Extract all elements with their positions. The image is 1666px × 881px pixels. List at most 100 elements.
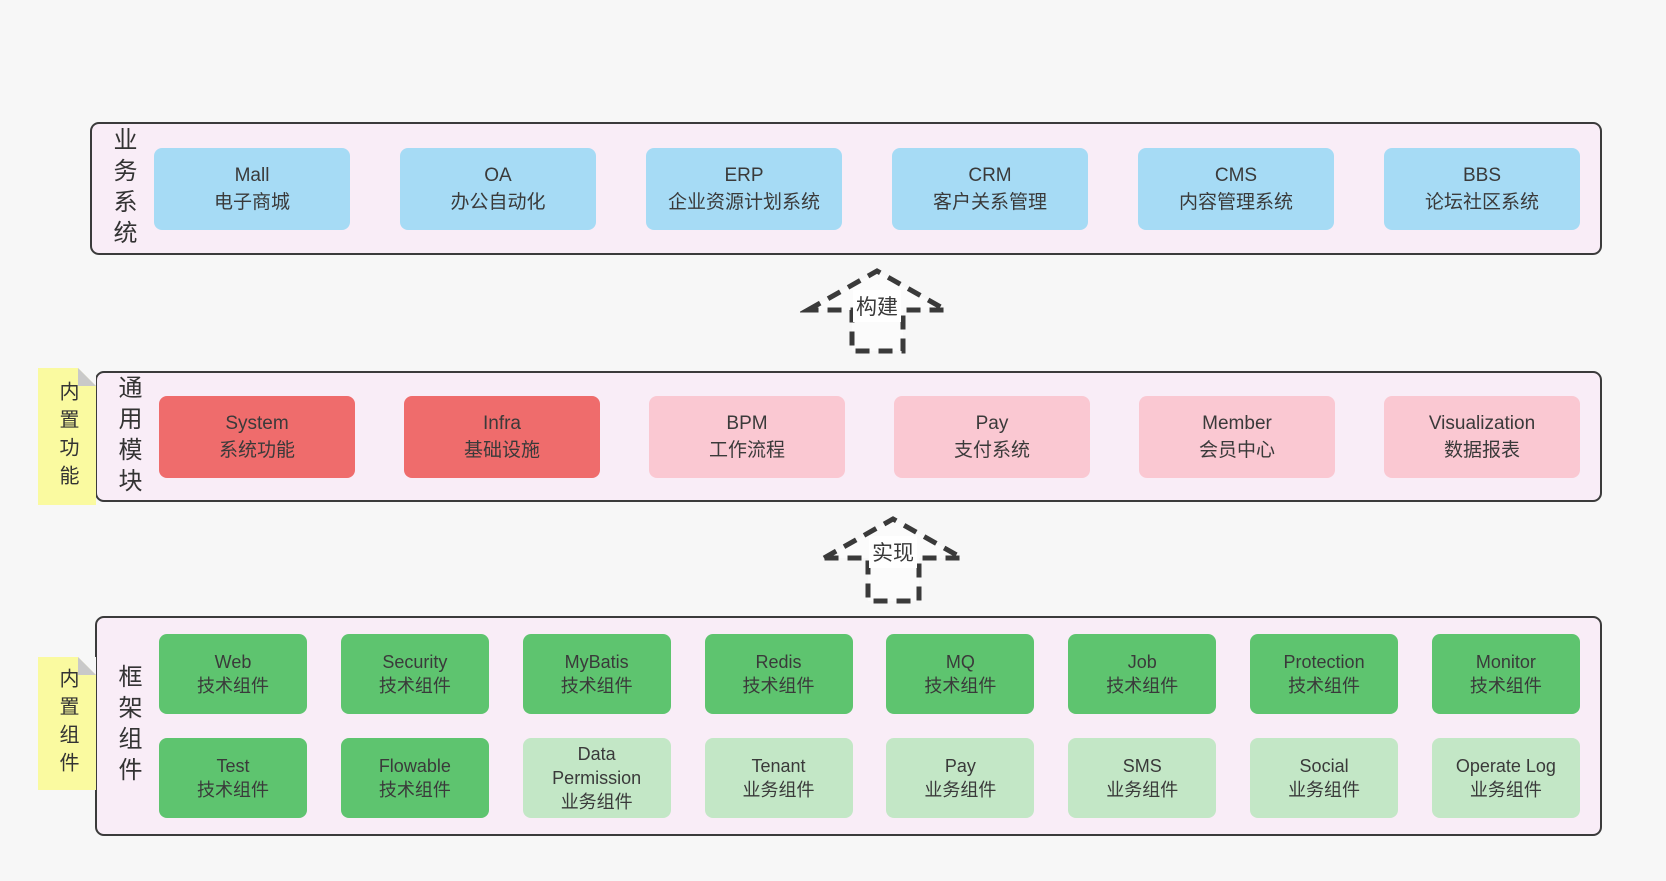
framework-components-label: 框架组件 (114, 664, 141, 788)
box-title: CRM (968, 164, 1012, 186)
box-infra: Infra 基础设施 (404, 395, 600, 478)
box-pay-module: Pay 支付系统 (894, 395, 1090, 478)
box-title: Operate Log (1455, 756, 1556, 776)
box-subtitle: 数据报表 (1443, 439, 1520, 461)
box-title: MQ (945, 652, 975, 672)
box-title: Web (214, 652, 252, 672)
framework-components-rows: Web 技术组件 Security 技术组件 MyBatis 技术组件 Redi… (145, 634, 1600, 818)
box-subtitle: 电子商城 (213, 191, 290, 213)
box-oa: OA 办公自动化 (400, 147, 596, 230)
box-job: Job 技术组件 (1068, 634, 1217, 714)
box-title: Flowable (378, 756, 451, 776)
box-sms: SMS 业务组件 (1068, 738, 1217, 818)
box-mall: Mall 电子商城 (154, 147, 350, 230)
box-subtitle: 论坛社区系统 (1424, 191, 1539, 213)
box-mq: MQ 技术组件 (886, 634, 1035, 714)
framework-row-2: Test 技术组件 Flowable 技术组件 Data Permission … (159, 738, 1580, 818)
box-title: Pay (975, 412, 1009, 434)
box-tenant: Tenant 业务组件 (704, 738, 853, 818)
box-subtitle: 工作流程 (708, 439, 785, 461)
framework-row-1: Web 技术组件 Security 技术组件 MyBatis 技术组件 Redi… (159, 634, 1580, 714)
box-title: Redis (755, 652, 802, 672)
box-title: Test (216, 756, 250, 776)
box-title: Visualization (1428, 412, 1536, 434)
box-visualization: Visualization 数据报表 (1384, 395, 1580, 478)
box-subtitle: 业务组件 (1469, 780, 1542, 800)
box-protection: Protection 技术组件 (1250, 634, 1399, 714)
box-subtitle: 会员中心 (1198, 439, 1275, 461)
box-subtitle: 业务组件 (1288, 780, 1361, 800)
box-subtitle: 内容管理系统 (1178, 191, 1293, 213)
box-title: Security (382, 652, 448, 672)
box-subtitle: 技术组件 (742, 676, 815, 696)
box-title: Tenant (751, 756, 806, 776)
box-social: Social 业务组件 (1250, 738, 1399, 818)
box-subtitle: 支付系统 (953, 439, 1030, 461)
box-test: Test 技术组件 (159, 738, 307, 818)
box-subtitle: 办公自动化 (450, 191, 546, 213)
box-subtitle: 技术组件 (1106, 676, 1179, 696)
box-cms: CMS 内容管理系统 (1138, 147, 1334, 230)
business-systems-panel: 业务系统 Mall 电子商城 OA 办公自动化 ERP 企业资源计划系统 CRM… (90, 122, 1602, 255)
box-title: Infra (482, 412, 522, 434)
box-erp: ERP 企业资源计划系统 (646, 147, 842, 230)
box-subtitle: 业务组件 (924, 780, 997, 800)
build-arrow-label: 构建 (853, 290, 901, 322)
common-modules-row: System 系统功能 Infra 基础设施 BPM 工作流程 Pay 支付系统… (145, 395, 1600, 478)
implement-arrow-label: 实现 (869, 536, 917, 568)
box-subtitle: 技术组件 (1469, 676, 1542, 696)
box-pay-component: Pay 业务组件 (886, 738, 1035, 818)
box-title: System (225, 412, 289, 434)
box-redis: Redis 技术组件 (704, 634, 853, 714)
box-subtitle: 技术组件 (1288, 676, 1361, 696)
sticky-note-text: 内置功能 (56, 380, 78, 493)
box-title: Data Permission (552, 744, 642, 788)
box-title: Mall (234, 164, 270, 186)
box-subtitle: 技术组件 (378, 676, 451, 696)
box-member: Member 会员中心 (1139, 395, 1335, 478)
common-modules-label: 通用模块 (114, 374, 141, 499)
box-subtitle: 业务组件 (742, 780, 815, 800)
box-subtitle: 技术组件 (924, 676, 997, 696)
box-title: CMS (1214, 164, 1258, 186)
box-title: BBS (1462, 164, 1502, 186)
sticky-note-built-in-functions: 内置功能 (38, 368, 96, 505)
box-subtitle: 客户关系管理 (932, 191, 1047, 213)
box-title: ERP (724, 164, 764, 186)
box-bpm: BPM 工作流程 (649, 395, 845, 478)
box-subtitle: 企业资源计划系统 (667, 191, 820, 213)
box-title: Social (1299, 756, 1349, 776)
box-system: System 系统功能 (159, 395, 355, 478)
business-systems-label: 业务系统 (109, 126, 136, 251)
box-operate-log: Operate Log 业务组件 (1431, 738, 1580, 818)
box-title: Pay (944, 756, 976, 776)
box-flowable: Flowable 技术组件 (340, 738, 489, 818)
framework-components-panel: 框架组件 Web 技术组件 Security 技术组件 MyBatis 技术组件… (95, 616, 1602, 836)
common-modules-panel: 通用模块 System 系统功能 Infra 基础设施 BPM 工作流程 Pay… (95, 371, 1602, 502)
box-title: Monitor (1475, 652, 1536, 672)
sticky-note-text: 内置组件 (56, 667, 78, 780)
box-title: SMS (1122, 756, 1162, 776)
box-subtitle: 技术组件 (560, 676, 633, 696)
box-data-permission: Data Permission 业务组件 (522, 738, 671, 818)
box-web: Web 技术组件 (159, 634, 307, 714)
box-subtitle: 技术组件 (197, 780, 269, 800)
box-title: OA (484, 164, 512, 186)
box-subtitle: 基础设施 (463, 439, 540, 461)
box-bbs: BBS 论坛社区系统 (1384, 147, 1580, 230)
box-monitor: Monitor 技术组件 (1431, 634, 1580, 714)
box-subtitle: 技术组件 (378, 780, 451, 800)
box-title: Job (1127, 652, 1157, 672)
business-systems-row: Mall 电子商城 OA 办公自动化 ERP 企业资源计划系统 CRM 客户关系… (140, 147, 1600, 230)
box-mybatis: MyBatis 技术组件 (522, 634, 671, 714)
box-crm: CRM 客户关系管理 (892, 147, 1088, 230)
box-subtitle: 业务组件 (1106, 780, 1179, 800)
box-subtitle: 业务组件 (560, 792, 633, 812)
sticky-note-built-in-components: 内置组件 (38, 657, 96, 790)
box-subtitle: 技术组件 (197, 676, 269, 696)
box-title: BPM (726, 412, 768, 434)
box-security: Security 技术组件 (340, 634, 489, 714)
box-title: Member (1202, 412, 1272, 434)
box-title: MyBatis (564, 652, 629, 672)
